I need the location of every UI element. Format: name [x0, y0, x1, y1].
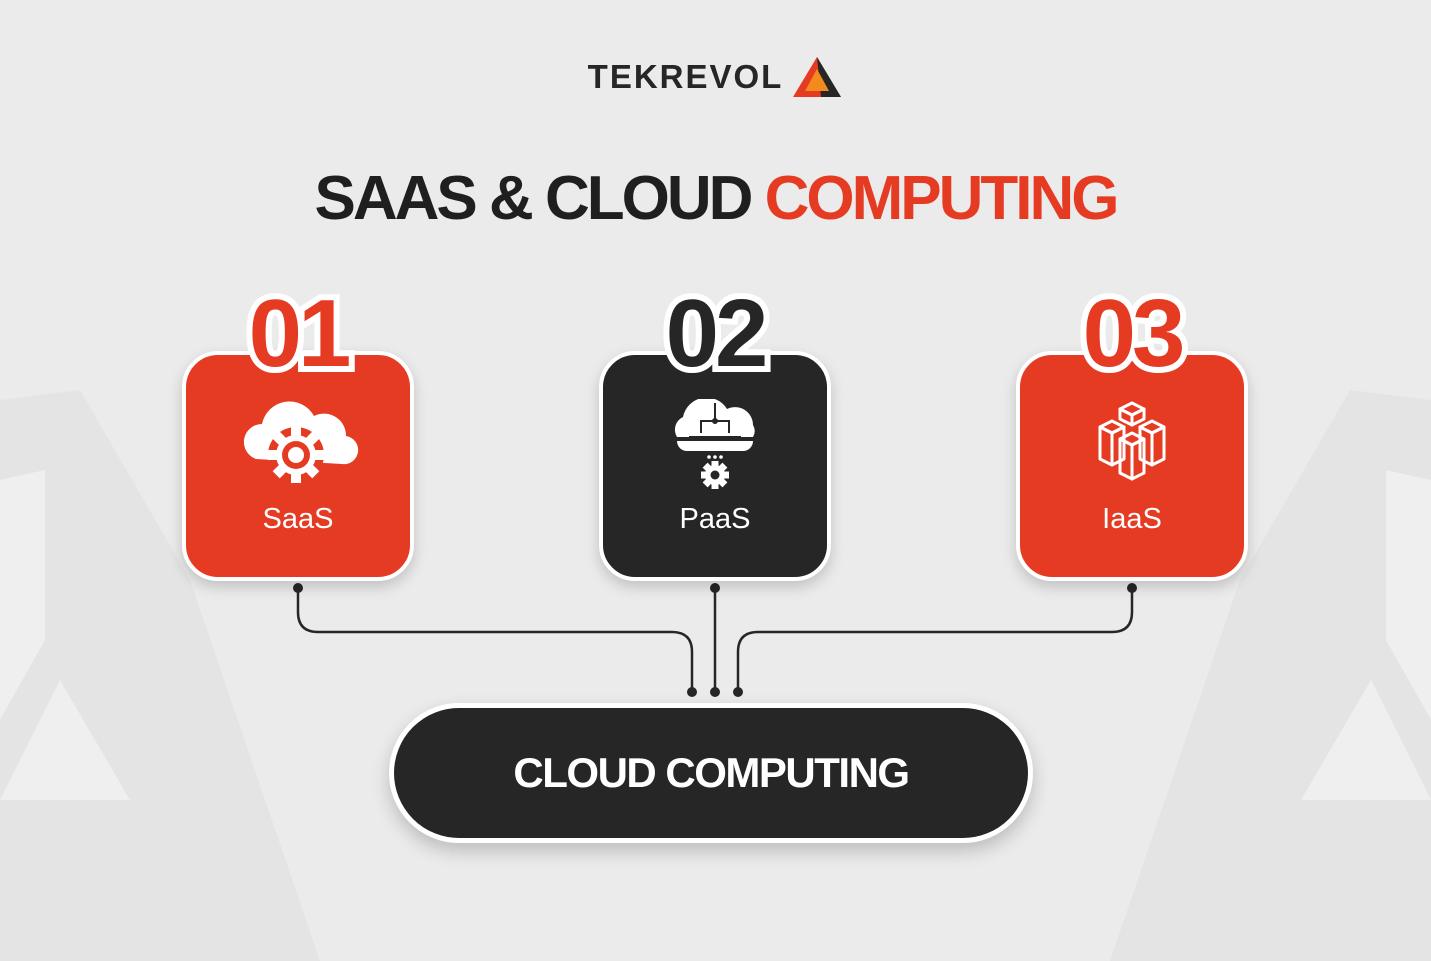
card-number: 03 — [1077, 278, 1192, 390]
cloud-network-gear-icon — [674, 399, 755, 489]
card-label: IaaS — [1102, 503, 1162, 535]
card-paas: PaaS — [599, 351, 831, 581]
title-part-accent: COMPUTING — [764, 164, 1120, 233]
title-part-dark: SAAS & CLOUD — [314, 164, 765, 233]
card-number: 02 — [660, 278, 775, 390]
logo-text: TEKREVOL — [587, 58, 784, 95]
card-iaas: IaaS — [1016, 351, 1248, 581]
logo-triangle-icon — [793, 57, 842, 97]
cloud-computing-pill: CLOUD COMPUTING — [389, 703, 1033, 843]
card-label: SaaS — [262, 503, 334, 535]
page-title: SAAS & CLOUD COMPUTING — [0, 162, 1431, 236]
cloud-computing-label: CLOUD COMPUTING — [513, 749, 910, 796]
cloud-gear-icon — [243, 401, 359, 483]
brand-logo: TEKREVOL — [0, 52, 1431, 102]
card-saas: SaaS — [182, 351, 414, 581]
card-label: PaaS — [679, 503, 751, 535]
card-number: 01 — [243, 278, 358, 390]
server-boxes-icon — [1098, 401, 1166, 481]
